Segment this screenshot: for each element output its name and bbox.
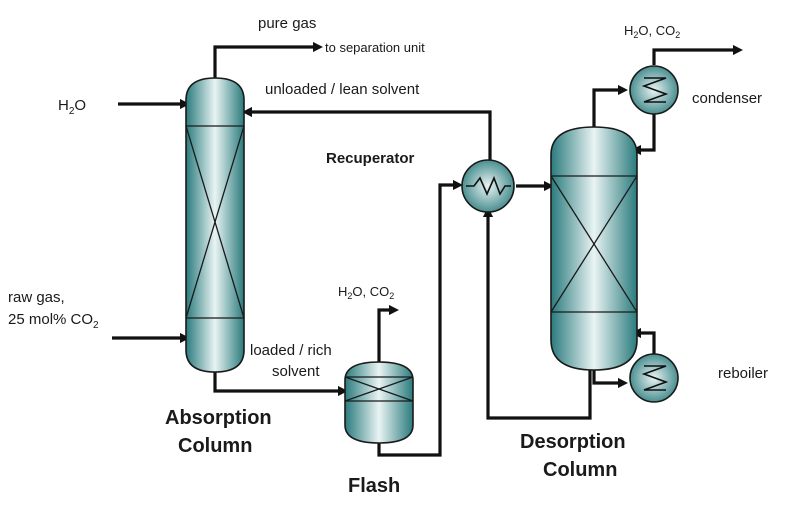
flash-vent-line xyxy=(377,304,400,362)
pure-gas-label: pure gas xyxy=(258,15,316,32)
raw-gas-label-line1: raw gas, xyxy=(8,289,65,306)
condenser-vent-line xyxy=(652,44,744,65)
flash-label: Flash xyxy=(348,475,400,497)
h2o-feed-label: H2O xyxy=(58,97,86,117)
flash-to-recuperator-line xyxy=(377,179,464,457)
condenser-vent-label: H2O, CO2 xyxy=(624,23,680,40)
reboiler-feed-line xyxy=(592,369,629,389)
reboiler xyxy=(629,353,679,403)
to-separation-unit-label: to separation unit xyxy=(325,40,425,55)
absorption-label-line2: Column xyxy=(178,435,252,457)
condenser-return-line xyxy=(630,114,656,156)
rich-solvent-label-line1: loaded / rich xyxy=(250,342,332,359)
rich-solvent-line xyxy=(213,369,349,397)
desorption-column xyxy=(550,126,638,371)
desorber-to-condenser-line xyxy=(592,84,629,128)
reboiler-return-line xyxy=(630,327,656,354)
lean-solvent-line xyxy=(241,106,492,163)
recuperator xyxy=(461,159,515,213)
reboiler-label: reboiler xyxy=(718,365,768,382)
flash-vent-label: H2O, CO2 xyxy=(338,284,394,301)
desorption-label-line2: Column xyxy=(543,459,617,481)
flash-drum xyxy=(344,361,414,444)
desorption-label-line1: Desorption xyxy=(520,431,626,453)
lean-return-line xyxy=(482,206,592,420)
lean-solvent-label: unloaded / lean solvent xyxy=(265,81,420,98)
condenser xyxy=(629,65,679,115)
rich-solvent-label-line2: solvent xyxy=(272,363,320,380)
absorption-label-line1: Absorption xyxy=(165,407,272,429)
condenser-label: condenser xyxy=(692,90,762,107)
raw-gas-label-line2: 25 mol% CO2 xyxy=(8,311,99,331)
pure-gas-line xyxy=(213,41,324,83)
absorption-column xyxy=(185,77,245,373)
recuperator-label: Recuperator xyxy=(326,150,415,167)
